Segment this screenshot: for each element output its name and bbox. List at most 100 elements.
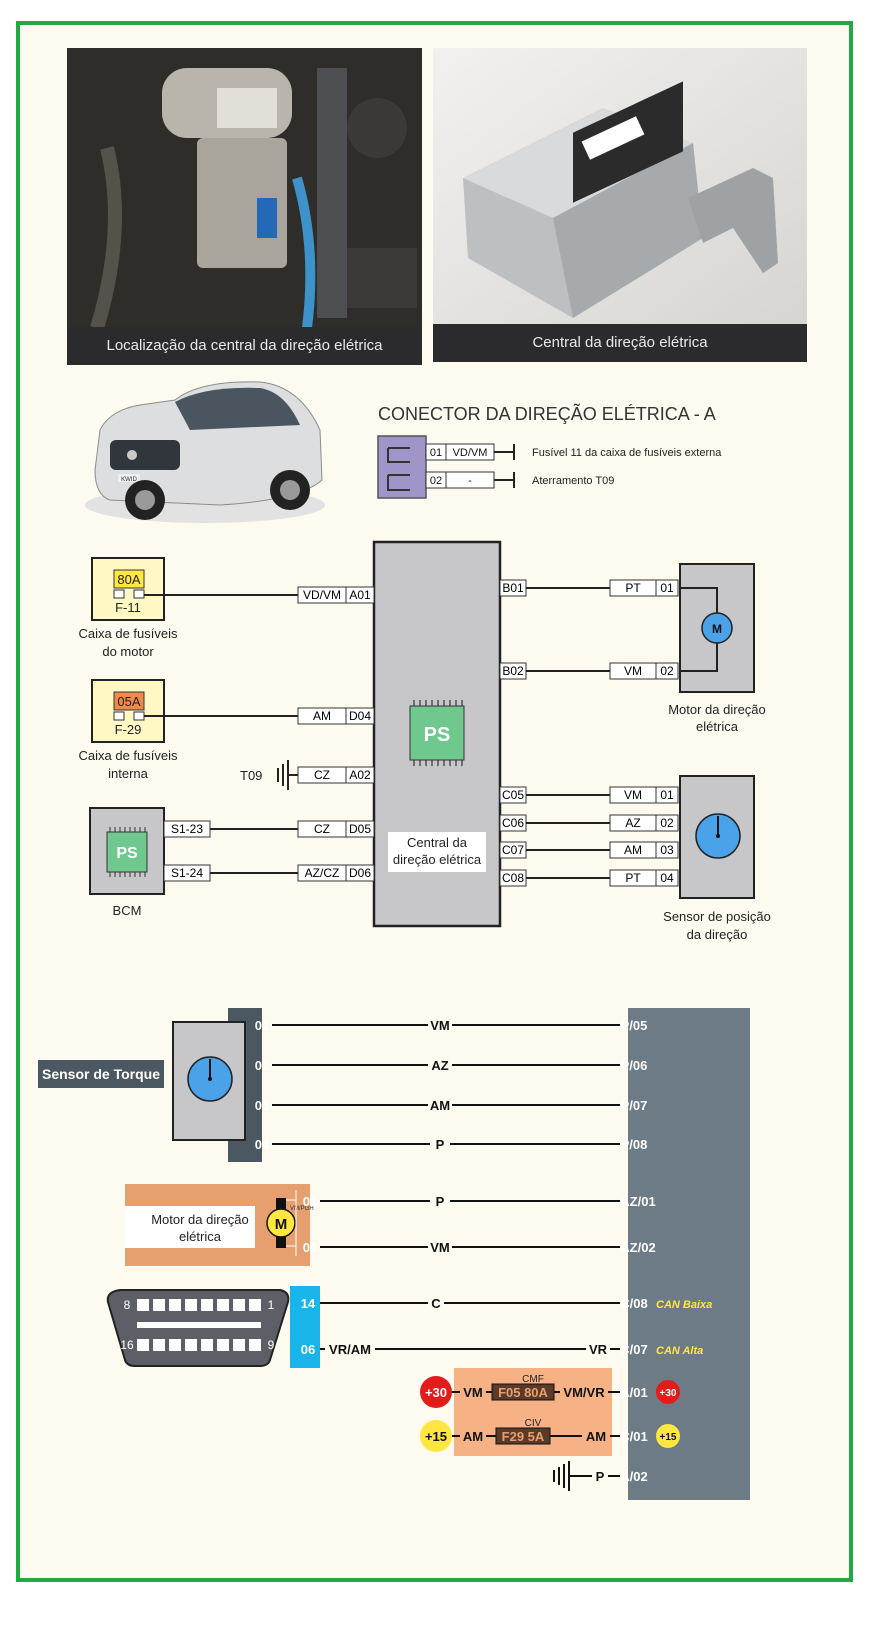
sensor-row: C07 AM 03 — [499, 841, 679, 859]
left-pin: 03 — [255, 1098, 269, 1113]
motor-row: B02 VM 02 — [499, 662, 679, 680]
module-pin: A02 — [349, 768, 371, 782]
wire-color: P — [596, 1469, 605, 1484]
wire-color: CZ — [314, 768, 330, 782]
torque-row: 01 VM P/05 — [255, 1017, 648, 1033]
ground-label: T09 — [240, 768, 262, 783]
ground-icon — [277, 760, 289, 790]
photo-location: Localização da central da direção elétri… — [67, 48, 422, 365]
connector-pin-row: 01 VD/VM Fusível 11 da caixa de fusíveis… — [425, 443, 722, 461]
obd-pin-label: 8 — [124, 1298, 131, 1312]
cmf-label: CMF — [522, 1374, 544, 1385]
module-pin: A01 — [349, 588, 371, 602]
torque-sensor-label: Sensor de Torque — [42, 1066, 160, 1082]
left-pin: 14 — [301, 1296, 316, 1311]
central-module: PS Central da direção elétrica — [372, 540, 502, 928]
wire-color: VM — [624, 664, 642, 678]
power-badge-small: +15 — [660, 1432, 677, 1443]
right-pin: AZ/01 — [620, 1194, 655, 1209]
sensor-label: Sensor de posição — [663, 909, 771, 924]
lower-motor: Motor da direção elétrica M VM/PGH — [125, 1184, 314, 1266]
wire-color: VM — [463, 1385, 483, 1400]
right-pin: C/08 — [620, 1296, 647, 1311]
connector-body — [377, 435, 427, 499]
civ-label: CIV — [525, 1418, 542, 1429]
fuse-label: Caixa de fusíveis — [79, 626, 178, 641]
wire-color: AM — [313, 709, 331, 723]
fuse-internal: 05A F-29 Caixa de fusíveis interna AM D0… — [79, 679, 375, 781]
wire-color: AZ/CZ — [305, 866, 340, 880]
bcm-pin: S1-24 — [171, 866, 203, 880]
power-badge-small: +30 — [660, 1388, 677, 1399]
fuse-id: F-11 — [115, 600, 141, 615]
torque-row: 02 AZ P/06 — [255, 1057, 648, 1073]
module-pin: B02 — [502, 664, 524, 678]
module-pin: C08 — [502, 871, 524, 885]
connector-pin: 02 — [430, 475, 442, 487]
obd-row: 06 VR/AM VR C/07 CAN Alta — [301, 1341, 703, 1357]
photo-module-image — [433, 48, 807, 324]
photo-module-caption: Central da direção elétrica — [433, 324, 807, 362]
motor-row: 01 P AZ/01 — [303, 1193, 656, 1209]
torque-row: 03 AM P/07 — [255, 1097, 647, 1113]
bcm-chip-label: PS — [116, 845, 138, 862]
wire-color: AM — [463, 1429, 483, 1444]
module-pin: C07 — [502, 843, 524, 857]
module-pin: D05 — [349, 822, 371, 836]
bcm: PS BCM S1-23 CZ D05 S1-24 AZ/CZ D06 — [89, 807, 375, 918]
motor-row: 02 VM AZ/02 — [303, 1239, 656, 1255]
wire-color: AZ — [431, 1058, 448, 1073]
steering-motor: M Motor da direção elétrica B01 PT 01 B0… — [499, 563, 766, 734]
right-pin: P/06 — [621, 1058, 648, 1073]
wire-color: VM — [430, 1018, 450, 1033]
connector-wire: - — [468, 475, 472, 487]
obd-pin-label: 9 — [268, 1338, 275, 1352]
wire-color: CZ — [314, 822, 330, 836]
obd-pin-label: 16 — [120, 1338, 134, 1352]
ground-icon — [553, 1461, 570, 1491]
wire-color: PT — [625, 871, 641, 885]
fuse-motor: 80A F-11 Caixa de fusíveis do motor VD/V… — [79, 557, 375, 659]
connector-pin-row: 02 - Aterramento T09 — [425, 471, 614, 489]
sensor-row: C08 PT 04 — [499, 869, 679, 887]
power-badge: +15 — [425, 1429, 447, 1444]
fuse-label: interna — [108, 766, 149, 781]
can-note: CAN Alta — [656, 1345, 703, 1357]
connector-wire: VD/VM — [453, 447, 488, 459]
left-pin: 01 — [303, 1194, 317, 1209]
right-pin: C/01 — [620, 1429, 647, 1444]
sensor-row: C06 AZ 02 — [499, 814, 679, 832]
fuse-rating: 05A — [117, 694, 140, 709]
motor-pin: 01 — [660, 581, 674, 595]
connector-pin: 01 — [430, 447, 442, 459]
wire-color: AM — [624, 843, 642, 857]
photo-location-caption: Localização da central da direção elétri… — [67, 327, 422, 365]
motor-label: Motor da direção — [668, 702, 766, 717]
right-pin: C/07 — [620, 1342, 647, 1357]
central-label: Central da — [407, 835, 468, 850]
sensor-pin: 02 — [660, 816, 674, 830]
motor-pin: 02 — [660, 664, 674, 678]
fuse-label: F05 80A — [498, 1385, 548, 1400]
lower-motor-label: elétrica — [179, 1229, 222, 1244]
torque-row: 04 P P/08 — [255, 1136, 647, 1152]
lower-motor-label: Motor da direção — [151, 1212, 249, 1227]
wire-color: VM/VR — [563, 1385, 605, 1400]
obd-row: 14 C C/08 CAN Baixa — [301, 1295, 712, 1311]
sensor-pin: 03 — [660, 843, 674, 857]
left-pin: 01 — [255, 1018, 269, 1033]
right-pin: P/05 — [621, 1018, 648, 1033]
wire-color: C — [431, 1296, 441, 1311]
module-harness — [628, 1008, 750, 1500]
right-pin: A/02 — [620, 1469, 647, 1484]
wire-color: VM — [624, 788, 642, 802]
bcm-label: BCM — [113, 903, 142, 918]
left-pin: 02 — [255, 1058, 269, 1073]
fuse-label: Caixa de fusíveis — [79, 748, 178, 763]
obd-connector: 8 1 16 9 — [106, 1286, 320, 1368]
connector-desc: Aterramento T09 — [532, 475, 614, 487]
motor-row: B01 PT 01 — [499, 579, 679, 597]
wire-color: VD/VM — [303, 588, 341, 602]
wire-color: AM — [430, 1098, 450, 1113]
